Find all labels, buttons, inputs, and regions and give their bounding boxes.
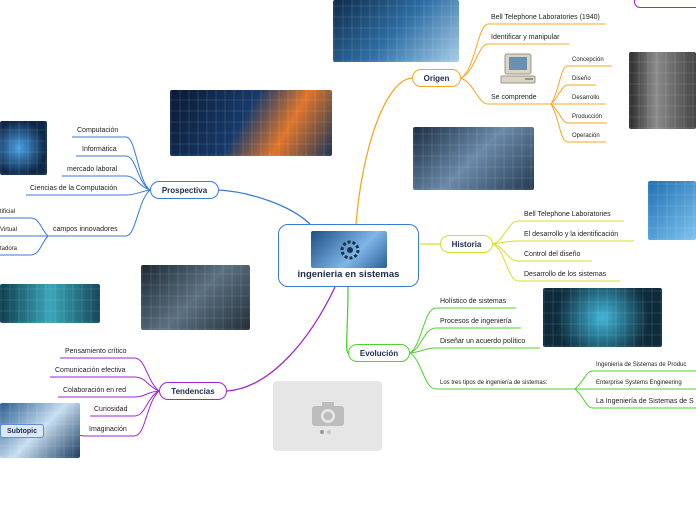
evolucion-item[interactable]: Los tres tipos de ingeniería de sistemas…: [440, 380, 548, 386]
tendencias-item[interactable]: Pensamiento crítico: [65, 348, 127, 355]
historia-item[interactable]: Control del diseño: [524, 251, 581, 258]
evolucion-subitem[interactable]: Ingeniería de Sistemas de Produc: [596, 362, 687, 368]
computer-pioneer-image: [629, 52, 696, 129]
historia-item[interactable]: Bell Telephone Laboratories: [524, 211, 611, 218]
evolucion-item[interactable]: Procesos de ingeniería: [440, 318, 512, 325]
origen-subitem[interactable]: Desarrollo: [572, 95, 600, 101]
origen-item[interactable]: Se comprende: [491, 94, 537, 101]
historia-item[interactable]: El desarrollo y la identificación: [524, 231, 619, 238]
prospectiva-subitem[interactable]: tadora: [0, 246, 18, 252]
topic-evolucion[interactable]: Evolución: [348, 344, 410, 362]
tendencias-top-image: [141, 265, 250, 330]
topic-tendencias[interactable]: Tendencias: [159, 382, 227, 400]
origen-subitem[interactable]: Operación: [572, 133, 600, 139]
tendencias-item[interactable]: Imaginación: [89, 426, 127, 433]
historia-hand-image: [413, 127, 534, 190]
topic-prospectiva-label: Prospectiva: [161, 185, 208, 195]
carousel-dot: [327, 430, 331, 434]
tendencias-left-image: [0, 284, 100, 323]
topic-origen-label: Origen: [423, 73, 450, 83]
prospectiva-item[interactable]: Computación: [77, 127, 119, 134]
camera-icon: [312, 402, 344, 426]
topic-evolucion-label: Evolución: [359, 348, 399, 358]
evolucion-item[interactable]: Diseñar un acuerdo político: [440, 338, 526, 345]
prospectiva-subitem[interactable]: tificial: [0, 209, 16, 215]
offscreen-node-edge[interactable]: [634, 0, 696, 8]
image-placeholder[interactable]: [273, 381, 382, 451]
origen-subitem[interactable]: Producción: [572, 114, 603, 120]
origen-image: [333, 0, 459, 62]
connector-tendencias: [226, 286, 336, 392]
tendencias-item[interactable]: Colaboración en red: [63, 387, 127, 394]
evolucion-subitem[interactable]: Enterprise Systems Engineering: [596, 380, 682, 386]
prospectiva-item[interactable]: Ciencias de la Computación: [30, 185, 118, 192]
central-gears-image: [311, 231, 387, 268]
connector-evolucion: [346, 286, 349, 354]
prospectiva-subitem[interactable]: Virtual: [0, 227, 17, 233]
historia-tablet-image: [648, 181, 696, 240]
evolucion-chip-image: [543, 288, 662, 347]
origen-subitem[interactable]: Diseño: [572, 76, 591, 82]
prospectiva-top-image: [170, 90, 332, 156]
central-title: ingenieria en sistemas: [297, 269, 400, 280]
gear-icon: [340, 240, 360, 260]
tendencias-subtopic[interactable]: Subtopic: [0, 424, 44, 438]
origen-subitem[interactable]: Concepción: [572, 57, 604, 63]
connector-origen-1: [460, 23, 606, 79]
connector-prospectiva: [218, 189, 311, 225]
computer-icon: [500, 53, 536, 84]
tendencias-item[interactable]: Comunicación efectiva: [55, 367, 126, 374]
topic-origen[interactable]: Origen: [412, 69, 461, 87]
evolucion-subitem[interactable]: La Ingeniería de Sistemas de S: [596, 398, 694, 405]
topic-historia[interactable]: Historia: [440, 235, 493, 253]
topic-historia-label: Historia: [451, 239, 482, 249]
connector-origen-3: [460, 77, 551, 105]
origen-item[interactable]: Identificar y manipular: [491, 34, 560, 41]
prospectiva-item[interactable]: campos innovadores: [53, 226, 118, 233]
central-topic[interactable]: ingenieria en sistemas: [278, 224, 419, 287]
connector-origen-2: [460, 43, 569, 79]
carousel-dot: [320, 430, 324, 434]
prospectiva-left-image: [0, 121, 47, 175]
evolucion-item[interactable]: Holístico de sistemas: [440, 298, 507, 305]
prospectiva-item[interactable]: Informática: [82, 146, 117, 153]
connector-origen: [355, 77, 413, 225]
tendencias-item[interactable]: Curiosidad: [94, 406, 128, 413]
origen-item[interactable]: Bell Telephone Laboratories (1940): [491, 14, 600, 21]
topic-prospectiva[interactable]: Prospectiva: [150, 181, 219, 199]
historia-item[interactable]: Desarrollo de los sistemas: [524, 271, 607, 278]
prospectiva-item[interactable]: mercado laboral: [67, 166, 118, 173]
topic-tendencias-label: Tendencias: [171, 386, 215, 396]
